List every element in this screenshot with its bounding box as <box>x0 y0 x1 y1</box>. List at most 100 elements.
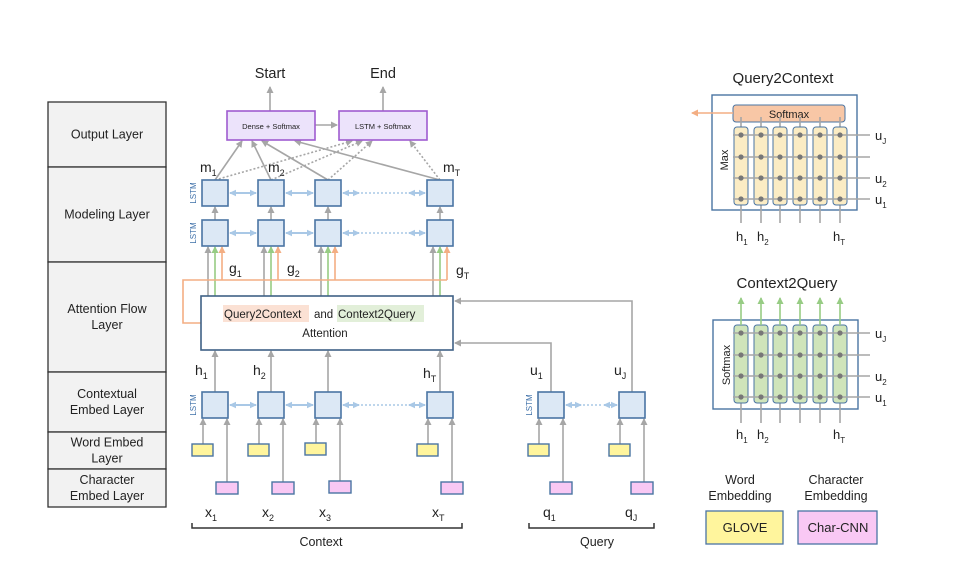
word-embedding-box <box>304 442 327 456</box>
legend-word-title-2: Embedding <box>708 489 771 503</box>
c2q-highlight <box>337 305 424 322</box>
char-embedding-box <box>328 480 352 494</box>
modeling-lstm-cell-top <box>201 179 229 207</box>
layer-box <box>47 468 167 508</box>
qJ-label: qJ <box>625 504 637 523</box>
char-embedding-box <box>271 481 295 495</box>
m-to-lstm-arrow <box>327 140 373 181</box>
modeling-lstm-cell-bottom <box>426 219 454 247</box>
query-lstm-cell <box>618 391 646 419</box>
attention-frame <box>200 295 454 351</box>
layer-label: Word Embed <box>71 436 144 450</box>
layer-label: Embed Layer <box>70 403 144 417</box>
word-embedding-box <box>416 443 439 457</box>
h1-label: h1 <box>195 362 208 381</box>
similarity-dot <box>837 154 843 160</box>
char-embedding-box <box>549 481 573 495</box>
u1-label: u1 <box>530 362 543 381</box>
attention-column-cell <box>812 324 828 404</box>
attention-label: Attention <box>302 328 347 340</box>
dense-softmax-box <box>226 110 316 141</box>
h1-label: h1 <box>736 427 748 445</box>
attention-column-cell <box>772 126 788 206</box>
similarity-dot <box>797 352 803 358</box>
similarity-dot <box>777 394 783 400</box>
m-to-dense-arrow <box>294 139 441 181</box>
similarity-dot <box>837 330 843 336</box>
attention-column-cell <box>832 126 848 206</box>
glove-legend-label: GLOVE <box>723 520 768 535</box>
layer-box <box>47 101 167 168</box>
attention-column-cell <box>753 126 769 206</box>
similarity-dot <box>817 373 823 379</box>
m1-label: m1 <box>200 159 217 178</box>
m-to-lstm-arrow <box>270 140 363 181</box>
similarity-dot <box>797 394 803 400</box>
uj-to-attention-arrow <box>454 297 633 392</box>
attention-column-cell <box>753 324 769 404</box>
layer-box <box>47 371 167 433</box>
query-lstm-cell <box>537 391 565 419</box>
similarity-dot <box>797 175 803 181</box>
u1-to-attention-arrow <box>454 339 552 392</box>
layer-label: Embed Layer <box>70 489 144 503</box>
modeling-lstm-cell-bottom <box>257 219 285 247</box>
attention-column-cell <box>733 324 749 404</box>
g1-label: g1 <box>229 260 242 279</box>
h2-label: h2 <box>757 427 769 445</box>
legend-char-title-1: Character <box>809 473 864 487</box>
connections <box>182 86 648 482</box>
uJ-label: uJ <box>875 326 886 344</box>
similarity-dot <box>758 154 764 160</box>
layer-label: Modeling Layer <box>64 208 149 222</box>
contextual-lstm-cell <box>201 391 229 419</box>
similarity-dot <box>837 175 843 181</box>
m-to-dense-arrow <box>214 140 243 181</box>
attention-column-cell <box>772 324 788 404</box>
legend-word-title-1: Word <box>725 473 755 487</box>
layer-label: Character <box>80 473 135 487</box>
lstm-softmax-label: LSTM + Softmax <box>355 122 411 131</box>
lstm-softmax-box <box>338 110 428 141</box>
x-label: x3 <box>319 504 331 523</box>
q2c-max-label: Max <box>719 149 731 170</box>
modeling-lstm-cell-bottom <box>314 219 342 247</box>
charcnn-legend-label: Char-CNN <box>808 520 869 535</box>
c2q-panel-title: Context2Query <box>737 275 838 292</box>
modeling-lstm-cell-top <box>257 179 285 207</box>
similarity-dot <box>797 373 803 379</box>
similarity-dot <box>837 373 843 379</box>
x-label: x2 <box>262 504 274 523</box>
attention-q2c-text: Query2Context <box>224 309 302 321</box>
char-embedding-box <box>630 481 654 495</box>
modeling-lstm-cell-top <box>426 179 454 207</box>
x-label: x1 <box>205 504 217 523</box>
q2c-panel-title: Query2Context <box>733 70 835 87</box>
layer-label: Contextual <box>77 387 137 401</box>
x-label: xT <box>432 504 445 523</box>
similarity-dot <box>758 352 764 358</box>
similarity-dot <box>777 175 783 181</box>
similarity-dot <box>777 132 783 138</box>
glove-legend-box <box>705 510 784 545</box>
similarity-dot <box>817 196 823 202</box>
end-label: End <box>370 66 396 82</box>
h2-label: h2 <box>253 362 266 381</box>
u2-label: u2 <box>875 171 887 189</box>
attention-column-cell <box>812 126 828 206</box>
m2-label: m2 <box>268 159 285 178</box>
similarity-dot <box>837 394 843 400</box>
context-bracket: Context <box>191 523 463 549</box>
lstm-tag: LSTM <box>525 394 534 416</box>
word-embedding-box <box>247 443 270 457</box>
attention-column-cell <box>832 324 848 404</box>
char-embedding-box <box>215 481 239 495</box>
similarity-dot <box>758 175 764 181</box>
attention-column-cell <box>792 324 808 404</box>
contextual-lstm-cell <box>314 391 342 419</box>
similarity-dot <box>758 196 764 202</box>
